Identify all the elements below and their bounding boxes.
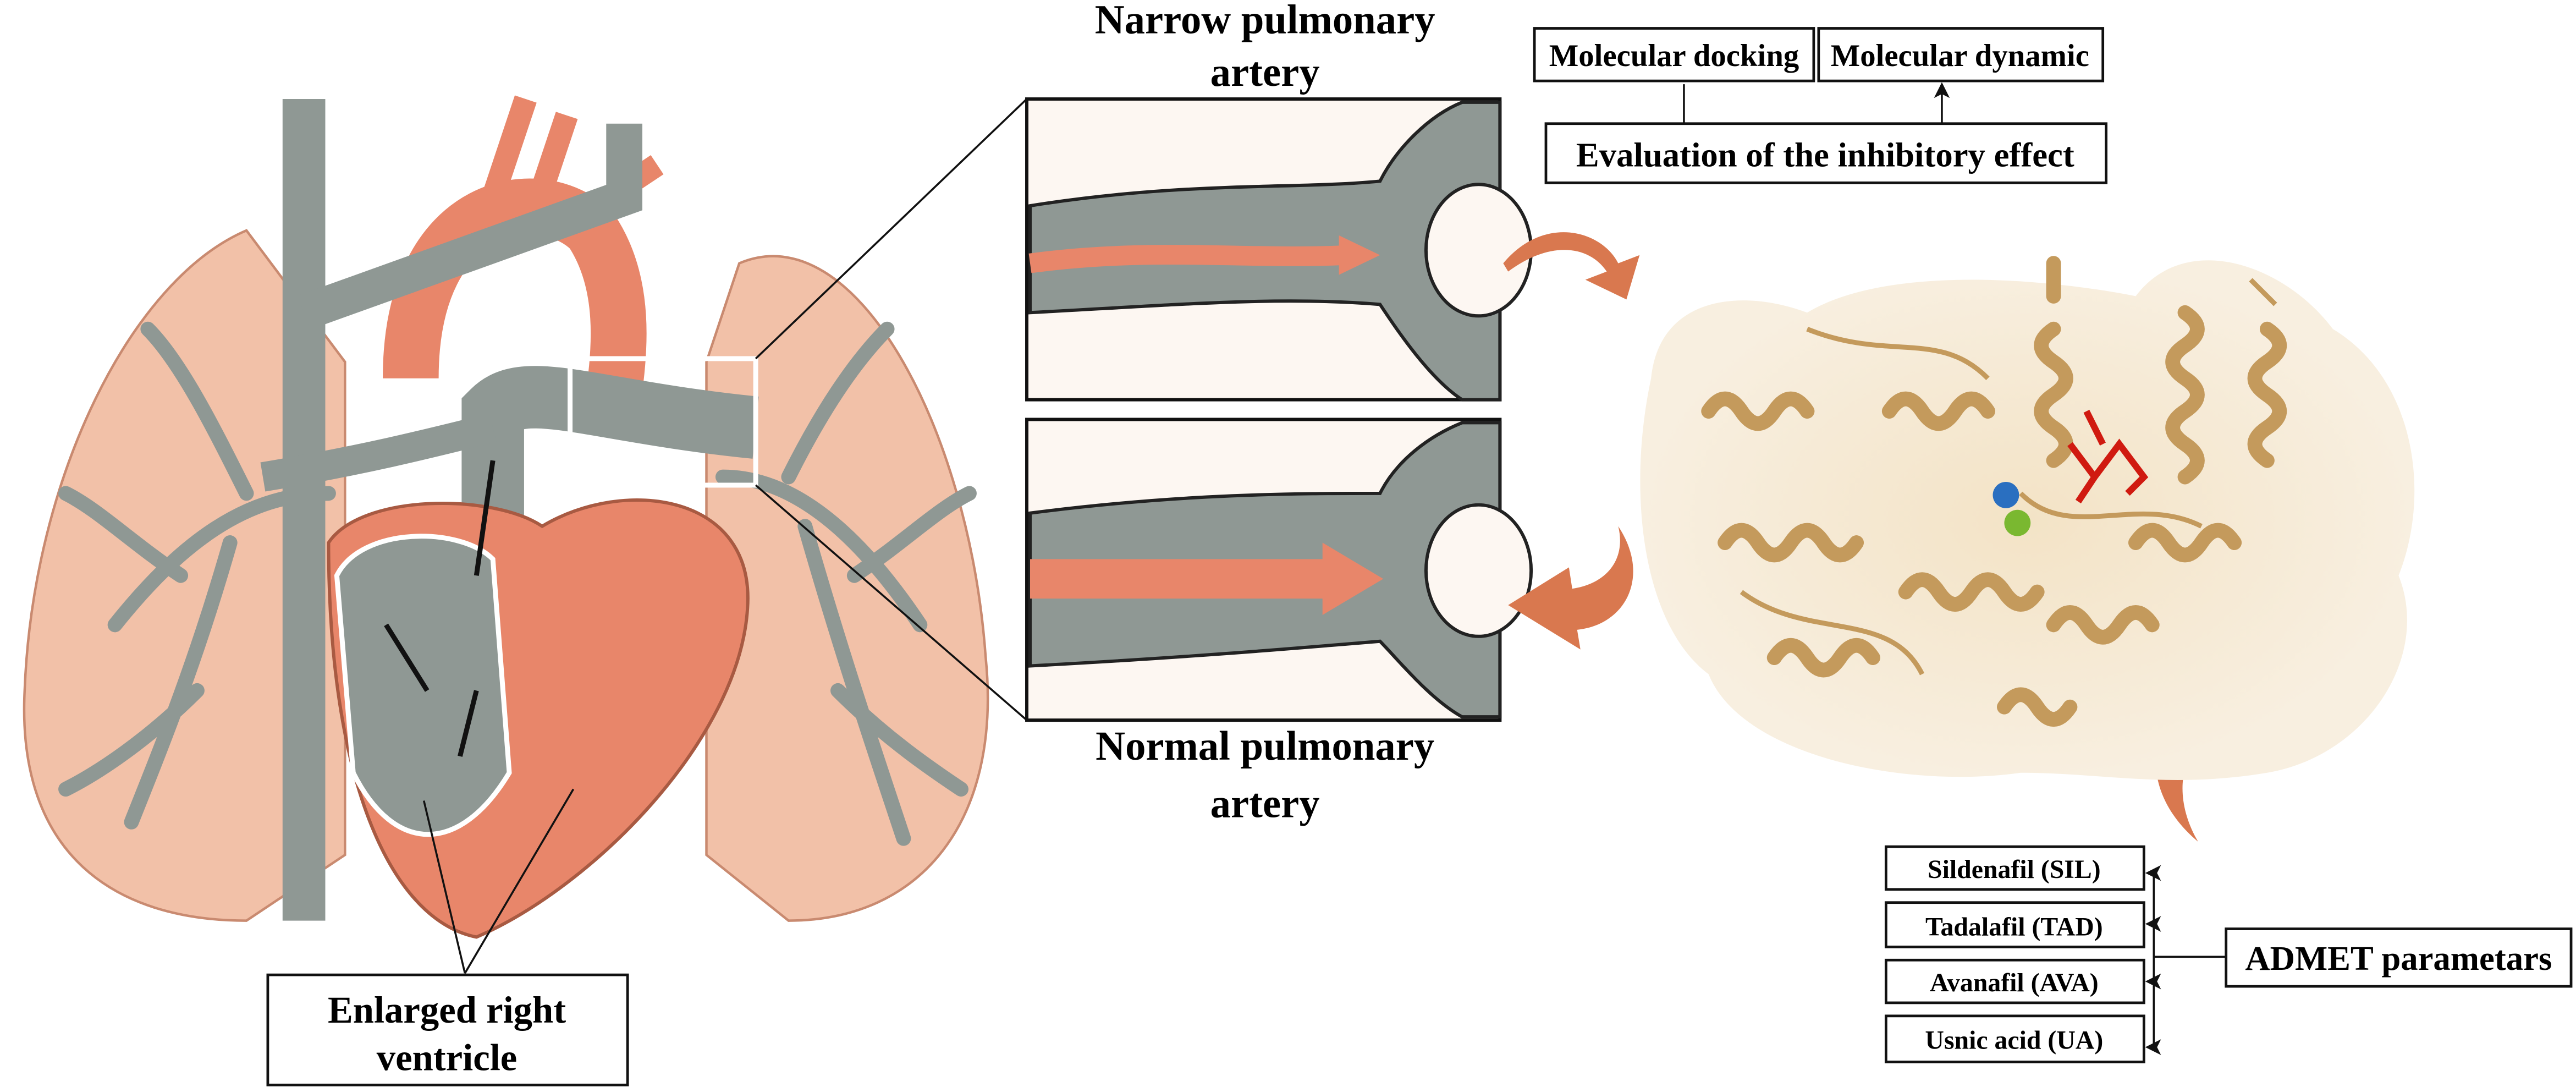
metal-ion-blue: [1992, 481, 2019, 508]
molecular-dynamic-box: [1817, 27, 2105, 83]
drug-box-sildenafil: [1884, 845, 2145, 891]
metal-ion-green: [2004, 509, 2031, 536]
drug-label: Sildenafil (SIL): [1928, 855, 2101, 884]
curved-arrow-to-protein: [1503, 232, 1640, 300]
drug-box-tadalafil: [1884, 901, 2145, 948]
admet-box: [2225, 927, 2573, 988]
normal-artery-panel: [1025, 418, 1533, 722]
flow-arrows: [384, 460, 496, 757]
enlarged-ventricle-box: [266, 973, 629, 1086]
ventricle-pointer-lines: [422, 788, 575, 974]
admet-connectors: [2145, 865, 2226, 1055]
drug-label: Avanafil (AVA): [1930, 968, 2099, 997]
enlarged-ventricle-line2: ventricle: [377, 1036, 518, 1078]
drug-label: Tadalafil (TAD): [1925, 912, 2103, 941]
molecular-dynamic-label: Molecular dynamic: [1831, 39, 2089, 73]
narrow-artery-label-line2: artery: [1210, 50, 1320, 95]
narrow-artery-panel: [1025, 97, 1533, 402]
inhibitory-effect-label: Evaluation of the inhibitory effect: [1576, 135, 2074, 174]
zoom-region-box: [568, 356, 758, 488]
drug-box-usnic-acid: [1884, 1014, 2145, 1063]
normal-artery-label-line2: artery: [1210, 781, 1320, 826]
heart-lungs-illustration: [23, 95, 1028, 939]
admet-label: ADMET parametars: [2245, 939, 2552, 978]
molecular-docking-box: [1533, 27, 1815, 83]
drug-list: Sildenafil (SIL) Tadalafil (TAD) Avanafi…: [1884, 845, 2145, 1063]
inhibitory-effect-box: [1544, 122, 2108, 184]
helices: [1701, 256, 2287, 727]
enlarged-ventricle-line1: Enlarged right: [328, 989, 566, 1031]
curved-arrow-to-normal: [1508, 526, 1633, 650]
drug-label: Usnic acid (UA): [1925, 1026, 2103, 1055]
ligand: [2067, 409, 2149, 504]
normal-artery-label-line1: Normal pulmonary: [1096, 723, 1434, 769]
zoom-connector-lines: [755, 98, 1028, 721]
bronchial-vessels: [58, 321, 977, 846]
evaluation-arrows: [1683, 84, 1942, 124]
protein-structure: [1640, 256, 2415, 780]
molecular-docking-label: Molecular docking: [1549, 39, 1799, 73]
narrow-artery-label-line1: Narrow pulmonary: [1095, 0, 1435, 42]
drug-box-avanafil: [1884, 958, 2145, 1004]
